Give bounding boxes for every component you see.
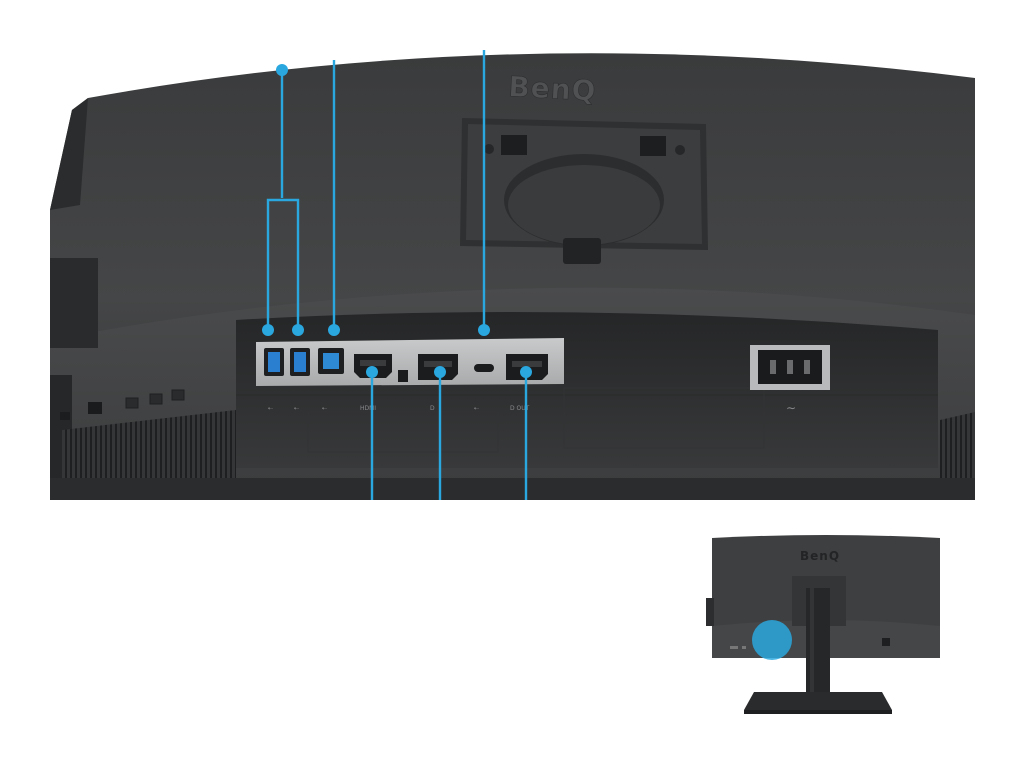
stand-base	[744, 692, 892, 710]
io-port-recess	[236, 312, 938, 468]
vesa-mount-recess	[460, 118, 708, 264]
displayport-out-label: D OUT	[510, 405, 530, 412]
port-callout-dots	[262, 64, 532, 378]
usb-c-port	[474, 364, 494, 372]
stand-neck	[806, 588, 830, 700]
usb-a-2-label: ⇠	[294, 405, 299, 412]
monitor-rear-overview: BenQ	[706, 534, 946, 724]
usb-a-port-2	[290, 348, 310, 376]
stand-release-latch	[563, 238, 601, 264]
displayport-in-label: D	[430, 405, 435, 412]
usb-c-label: ⇠	[474, 405, 479, 412]
power-label: ∼	[786, 401, 796, 415]
hdmi-label: HDMI	[360, 405, 376, 412]
ac-power-inlet	[750, 345, 830, 390]
usb-b-label: ⇠	[322, 405, 327, 412]
ventilation-slots-left	[62, 410, 236, 478]
benq-logo-small: BenQ	[800, 549, 840, 563]
ventilation-slots-right	[940, 412, 975, 478]
usb-b-port	[318, 348, 344, 374]
port-callout-lines	[266, 50, 528, 500]
security-lock-slot	[398, 370, 408, 382]
io-area-highlight	[752, 620, 792, 660]
hdmi-port	[354, 354, 392, 378]
benq-logo: BenQ	[508, 70, 598, 108]
usb-a-1-label: ⇠	[268, 405, 273, 412]
side-buttons	[60, 389, 185, 420]
usb-a-port-1	[264, 348, 284, 376]
monitor-rear-io-closeup: BenQ	[50, 50, 975, 500]
